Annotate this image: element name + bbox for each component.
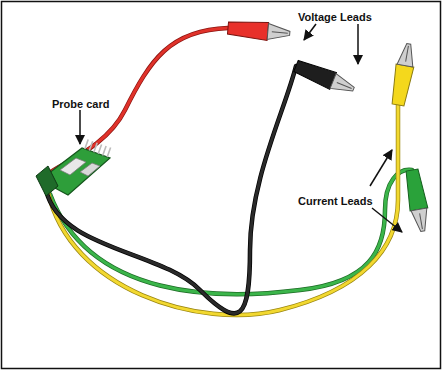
callout-label: Voltage Leads [298, 11, 372, 23]
label-holder: Probe card [52, 94, 109, 112]
label-holder: Current Leads [298, 191, 373, 209]
clip-boot [389, 64, 414, 107]
pin [94, 143, 97, 152]
terminal-block [36, 166, 58, 196]
red-wire [42, 28, 228, 186]
leader-arrow [304, 24, 316, 40]
black-clip [293, 58, 357, 98]
pin [103, 146, 106, 155]
clip-teeth [406, 46, 409, 62]
black-wire [46, 66, 296, 313]
clip-boot [227, 19, 268, 40]
leader-arrow [372, 208, 402, 232]
callout-label: Probe card [52, 98, 109, 110]
pin [107, 148, 110, 157]
leader-arrow [370, 150, 392, 186]
clip-teeth [272, 32, 288, 33]
pin [85, 140, 88, 149]
clip-jaw [267, 24, 290, 42]
clip-jaw [330, 74, 356, 97]
clip-jaw [411, 208, 431, 232]
leader-arrow [357, 24, 359, 64]
clip-boot [403, 168, 428, 211]
wires [42, 28, 412, 315]
yellow-wire [48, 105, 398, 315]
header-pins [85, 140, 111, 157]
green-clip [403, 168, 431, 232]
pin [98, 144, 101, 153]
clip-teeth [337, 82, 352, 88]
callout-label: Current Leads [298, 195, 373, 207]
leader-arrow [79, 110, 81, 144]
yellow-clip [389, 42, 417, 106]
yellow-wire-edge [48, 105, 398, 315]
leader-arrows [80, 24, 402, 232]
clip-jaw [397, 43, 417, 67]
pin [89, 141, 92, 150]
clip-boot [293, 58, 337, 90]
clip-teeth [420, 213, 423, 229]
label-holder: Voltage Leads [298, 7, 372, 25]
red-wire-edge [42, 28, 228, 186]
red-clip [227, 19, 290, 42]
black-wire-edge [46, 66, 296, 313]
pcb-chip [80, 163, 100, 176]
probe-card [36, 140, 111, 196]
